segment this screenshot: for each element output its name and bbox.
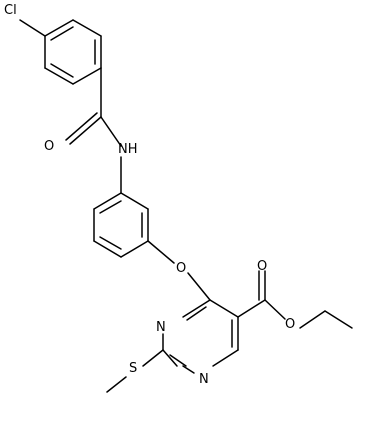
ether-oxygen-label: O: [176, 261, 186, 276]
atom-labels: Cl O NH O O O N N S: [4, 3, 295, 387]
amide-oxygen-label: O: [44, 139, 54, 154]
pyrimidine-nitrogen-lower-label: N: [199, 372, 209, 387]
ester-oxygen-label: O: [285, 317, 295, 332]
chlorine-label: Cl: [4, 3, 17, 18]
amide-nitrogen-label: NH: [118, 142, 138, 157]
sulfur-label: S: [129, 361, 137, 376]
pyrimidine-nitrogen-upper-label: N: [156, 320, 166, 335]
bond-lines: [19, 19, 353, 393]
ester-carbonyl-oxygen-label: O: [257, 259, 267, 274]
